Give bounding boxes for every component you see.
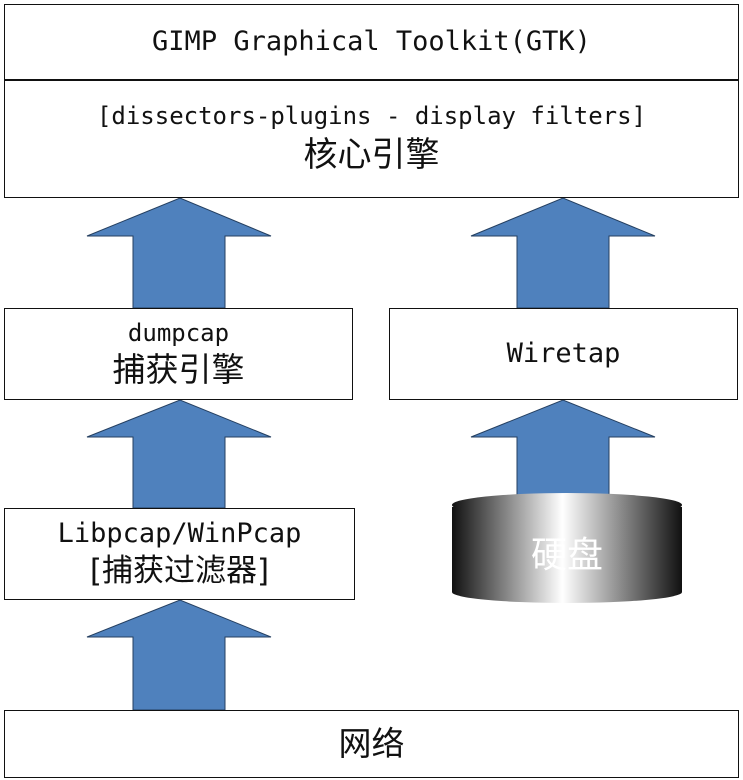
network-box: 网络 [4,710,739,778]
arrow-dumpcap-to-core [86,197,272,309]
arrow-libpcap-to-dumpcap [86,399,272,509]
wiretap-label: Wiretap [506,337,621,369]
gtk-label: GIMP Graphical Toolkit(GTK) [152,25,591,57]
core-engine-title: 核心引擎 [303,135,440,175]
disk-bottom [452,581,682,603]
core-engine-box: [dissectors-plugins - display filters] 核… [4,80,739,198]
core-engine-subtitle: [dissectors-plugins - display filters] [96,102,647,131]
disk-top [452,493,682,517]
network-label: 网络 [338,724,405,764]
capture-filter-label: [捕获过滤器] [89,552,270,589]
arrow-disk-to-wiretap [470,399,656,509]
arrow-wiretap-to-core [470,197,656,309]
dumpcap-label: dumpcap [127,318,230,347]
gtk-box: GIMP Graphical Toolkit(GTK) [4,4,739,80]
wiretap-box: Wiretap [389,308,738,400]
libpcap-box: Libpcap/WinPcap [捕获过滤器] [4,508,355,600]
dumpcap-box: dumpcap 捕获引擎 [4,308,353,400]
libpcap-label: Libpcap/WinPcap [57,518,302,550]
capture-engine-label: 捕获引擎 [112,349,245,389]
disk-label: 硬盘 [530,535,603,576]
arrow-network-to-libpcap [86,599,272,711]
